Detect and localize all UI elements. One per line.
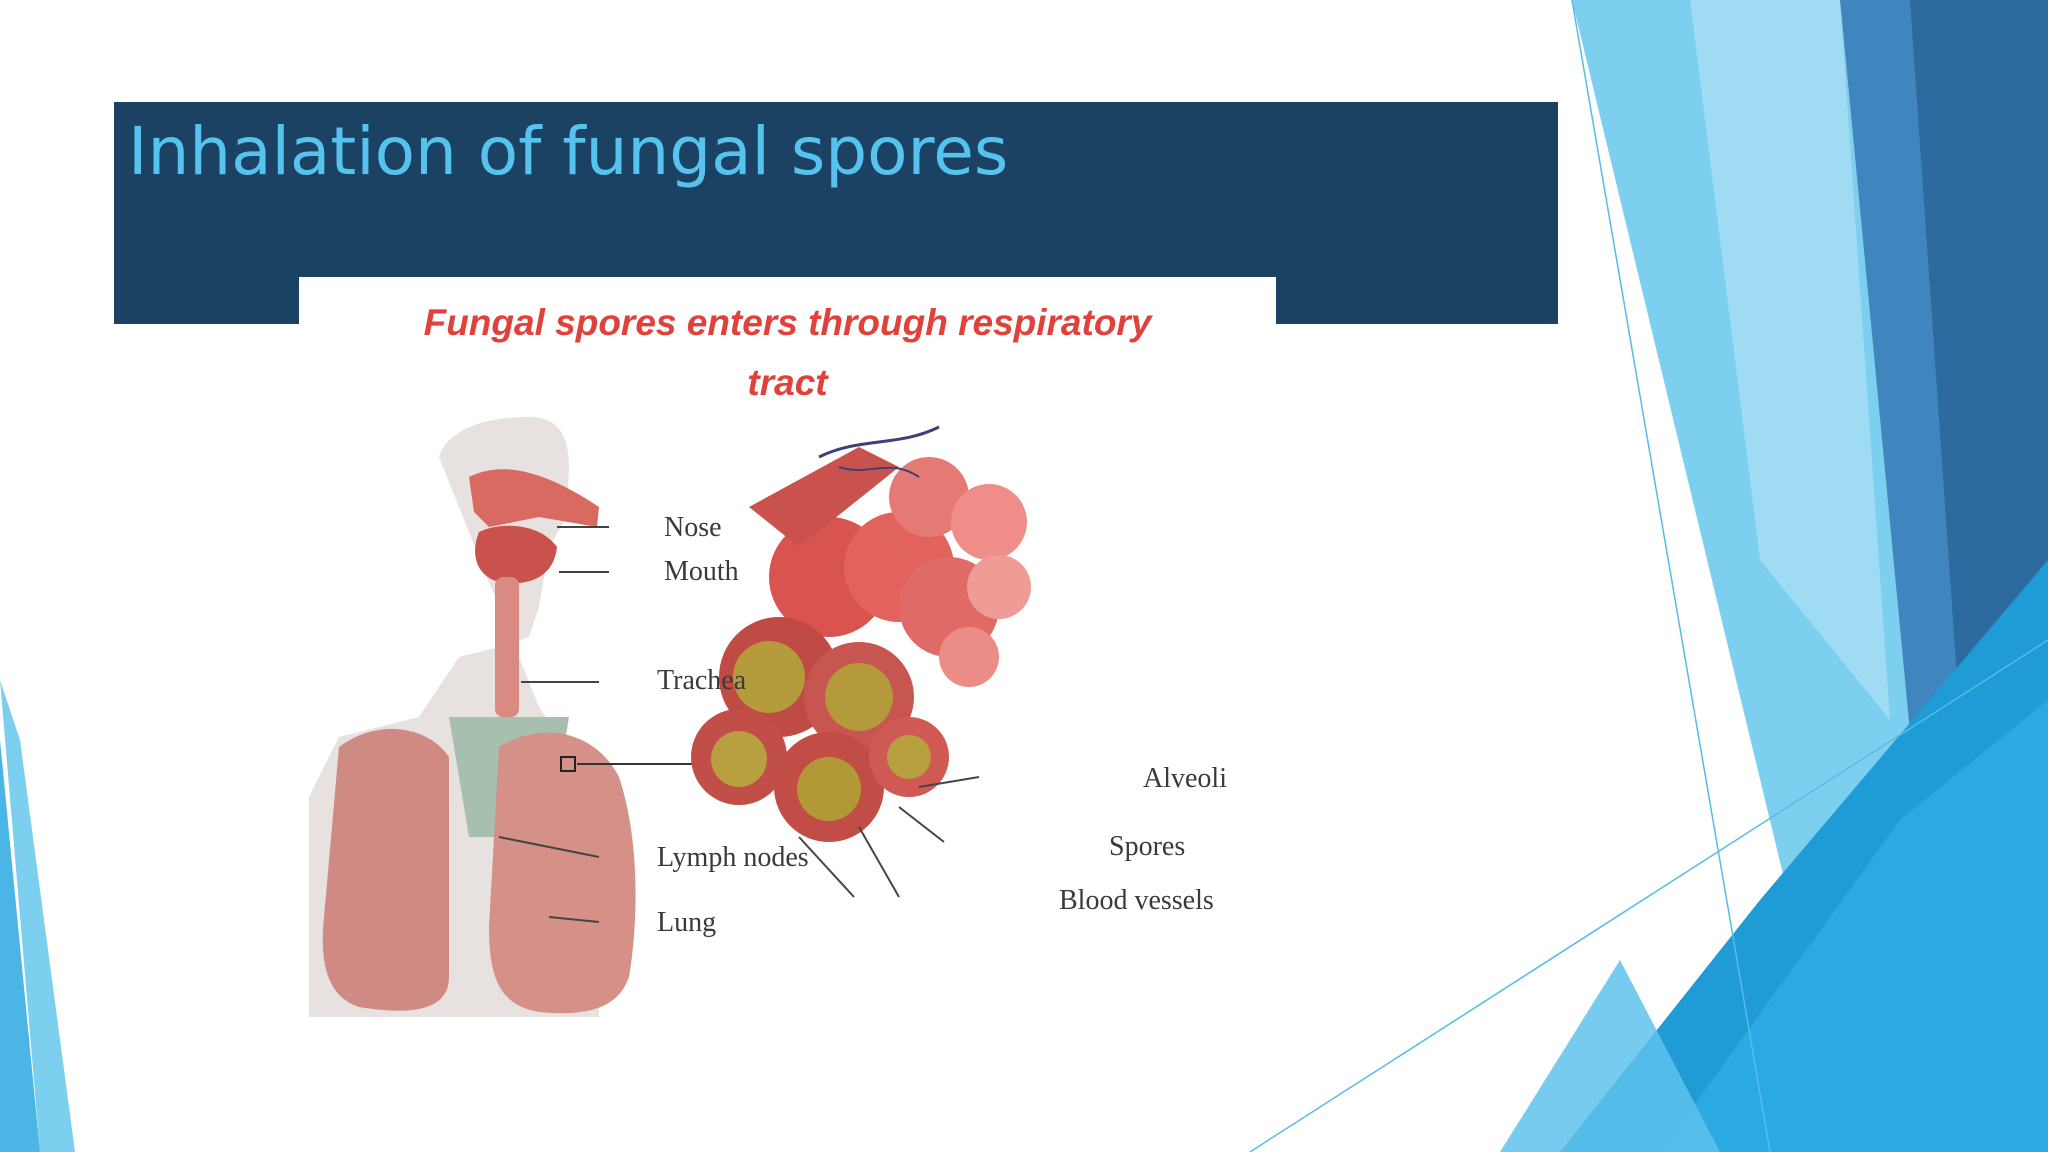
figure-title: Fungal spores enters through respiratory…	[299, 293, 1276, 413]
figure-title-line2: tract	[747, 362, 828, 403]
label-blood-vessels: Blood vessels	[1059, 885, 1214, 916]
trachea-tube	[495, 577, 519, 717]
label-trachea: Trachea	[657, 665, 747, 696]
label-lymph-nodes: Lymph nodes	[657, 842, 809, 873]
left-lung	[322, 728, 449, 1011]
respiratory-figure: Fungal spores enters through respiratory…	[299, 277, 1276, 1033]
label-lung: Lung	[657, 907, 717, 938]
right-lung	[489, 732, 636, 1014]
respiratory-illustration	[309, 417, 1031, 1017]
figure-title-line1: Fungal spores enters through respiratory	[423, 302, 1152, 343]
label-mouth: Mouth	[664, 556, 739, 587]
label-spores: Spores	[1109, 831, 1186, 862]
slide-title: Inhalation of fungal spores	[128, 113, 1009, 190]
label-nose: Nose	[664, 512, 722, 543]
alveoli-cluster	[691, 425, 1031, 842]
zoom-marker	[560, 756, 576, 772]
label-alveoli: Alveoli	[1143, 763, 1227, 794]
